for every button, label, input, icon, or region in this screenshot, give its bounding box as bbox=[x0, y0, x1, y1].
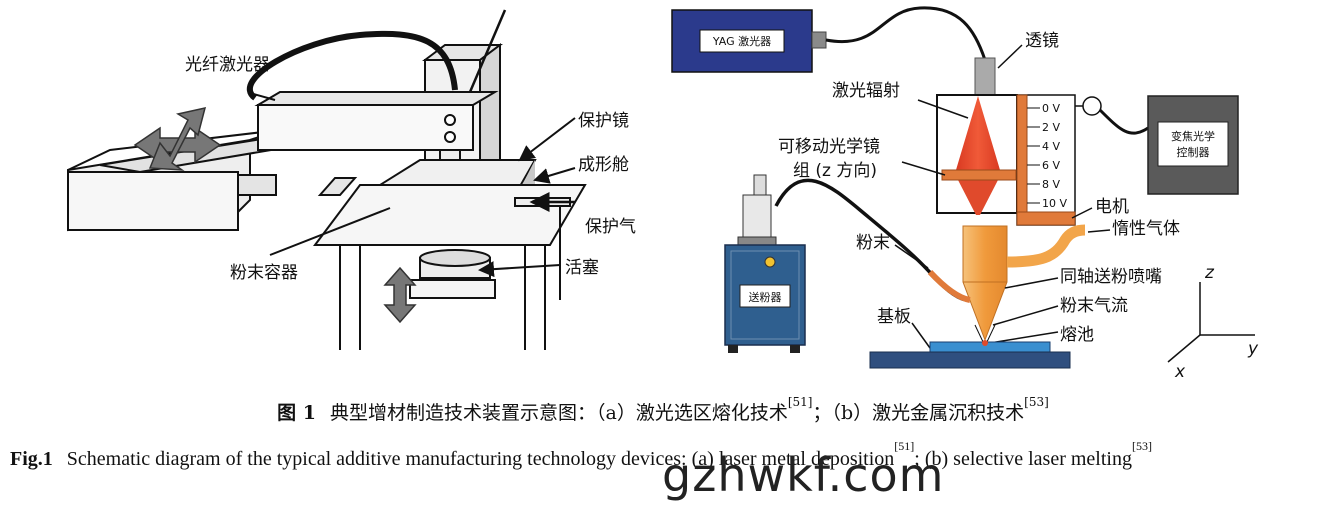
powder-stream-lines bbox=[974, 324, 996, 345]
caption-chinese: 图 1 典型增材制造技术装置示意图：（a）激光选区熔化技术[51]；（b）激光金属… bbox=[0, 395, 1326, 425]
z-motion-arrow-icon bbox=[383, 266, 417, 324]
caption-en-text-b: ; (b) selective laser melting bbox=[914, 448, 1132, 470]
label-build-chamber: 成形舱 bbox=[578, 155, 629, 175]
caption-english: Fig.1 Schematic diagram of the typical ad… bbox=[10, 439, 1316, 476]
caption-cn-text-a: 典型增材制造技术装置示意图：（a）激光选区熔化技术 bbox=[330, 402, 788, 424]
movable-optics-bar bbox=[941, 169, 1017, 181]
caption-cn-label: 图 1 bbox=[277, 402, 317, 424]
substrate-plate bbox=[929, 341, 1051, 353]
label-coaxial-nozzle: 同轴送粉喷嘴 bbox=[1060, 267, 1162, 287]
caption-en-text-a: Schematic diagram of the typical additiv… bbox=[66, 448, 895, 470]
scale-6v: 6 V bbox=[1042, 159, 1060, 172]
label-fiber-laser: 光纤激光器 bbox=[185, 55, 270, 75]
axis-z: z bbox=[1204, 263, 1215, 283]
xy-motion-arrow-icon bbox=[133, 107, 222, 171]
slm-machine-diagram bbox=[67, 43, 587, 350]
coordinate-axes bbox=[1167, 282, 1255, 363]
label-powder-container: 粉末容器 bbox=[230, 263, 298, 283]
label-movable-optics-2: 组 (z 方向) bbox=[793, 161, 877, 181]
caption-en-label: Fig.1 bbox=[10, 448, 53, 470]
label-laser-radiation: 激光辐射 bbox=[832, 81, 900, 101]
label-inert-gas: 惰性气体 bbox=[1112, 219, 1180, 239]
scale-2v: 2 V bbox=[1042, 121, 1060, 134]
label-zoom-controller-2: 控制器 bbox=[1177, 145, 1210, 159]
label-piston: 活塞 bbox=[565, 258, 599, 278]
label-lens: 透镜 bbox=[1025, 31, 1059, 51]
caption-cn-ref-a: [51] bbox=[787, 395, 813, 409]
label-substrate: 基板 bbox=[877, 307, 911, 327]
figure-illustration: 光纤激光器 保护镜 成形舱 保护气 粉末容器 活塞 YAG 激光器 透镜 激光辐… bbox=[67, 6, 1259, 382]
axis-x: x bbox=[1174, 362, 1186, 382]
fiber-cable bbox=[246, 30, 458, 101]
powder-feeder-valve bbox=[742, 194, 772, 238]
caption-en-ref-a: [51] bbox=[894, 439, 915, 453]
label-zoom-controller-1: 变焦光学 bbox=[1171, 129, 1215, 143]
label-powder-feeder: 送粉器 bbox=[749, 290, 782, 304]
label-melt-pool: 熔池 bbox=[1060, 325, 1094, 345]
left-leader-lines bbox=[249, 92, 576, 278]
caption-en-ref-b: [53] bbox=[1131, 439, 1152, 453]
caption-cn-ref-b: [53] bbox=[1024, 395, 1049, 409]
watermark: gzhwkf.com bbox=[662, 448, 945, 502]
label-yag-laser: YAG 激光器 bbox=[712, 34, 771, 48]
label-shielding-gas: 保护气 bbox=[585, 217, 636, 237]
scale-4v: 4 V bbox=[1042, 140, 1060, 153]
label-powder: 粉末 bbox=[856, 233, 890, 253]
caption-cn-text-b: ；（b）激光金属沉积技术 bbox=[812, 402, 1025, 424]
label-powder-stream: 粉末气流 bbox=[1060, 296, 1128, 316]
right-leader-lines bbox=[911, 277, 1059, 349]
lens-tube bbox=[974, 57, 996, 97]
axis-y: y bbox=[1247, 339, 1259, 359]
coaxial-nozzle bbox=[962, 225, 1008, 342]
label-protective-mirror: 保护镜 bbox=[578, 111, 629, 131]
laser-beam bbox=[956, 96, 1000, 170]
label-motor: 电机 bbox=[1095, 197, 1129, 217]
scale-0v: 0 V bbox=[1042, 102, 1060, 115]
scale-10v: 10 V bbox=[1042, 197, 1067, 210]
scale-8v: 8 V bbox=[1042, 178, 1060, 191]
label-movable-optics-1: 可移动光学镜 bbox=[778, 137, 880, 157]
